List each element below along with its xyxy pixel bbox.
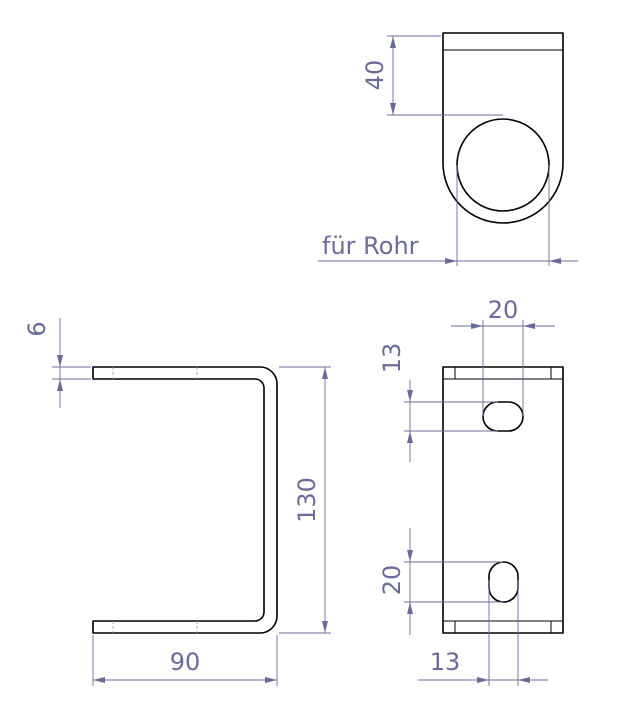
- side-view: 6 130 90: [23, 318, 331, 686]
- dim-13-upper-arrow-top: [407, 390, 413, 402]
- dim-13-bottom-arrow-left: [477, 677, 489, 683]
- side-view-outline: [92, 366, 278, 634]
- dim-13-upper-arrow-bottom: [407, 431, 413, 443]
- dim-20-top-label: 20: [488, 296, 519, 324]
- dim-20-top-arrow-left: [471, 323, 483, 329]
- dim-13-bottom-arrow-right: [518, 677, 530, 683]
- dim-20-lower-label: 20: [378, 565, 406, 596]
- dim-40-arrow-bottom: [390, 103, 396, 115]
- dim-90-arrow-right: [265, 677, 277, 683]
- dim-tube-arrow-right: [549, 258, 561, 264]
- dim-130-label: 130: [293, 477, 321, 523]
- dim-20-lower-arrow-bottom: [407, 602, 413, 614]
- dim-40-label: 40: [361, 60, 389, 91]
- dim-6-arrow-bottom: [57, 379, 63, 391]
- dim-6-arrow-top: [57, 355, 63, 367]
- dim-13-bottom-label: 13: [430, 648, 461, 676]
- front-view: 20 13 20 13: [378, 296, 564, 686]
- dim-tube-arrow-left: [445, 258, 457, 264]
- dim-20-lower-arrow-top: [407, 550, 413, 562]
- dim-130-arrow-top: [322, 367, 328, 379]
- upper-slot: [482, 401, 524, 432]
- dim-40-arrow-top: [390, 36, 396, 48]
- tube-hole: [456, 118, 550, 212]
- dim-90-arrow-left: [93, 677, 105, 683]
- dim-20-top-arrow-right: [523, 323, 535, 329]
- dim-90-label: 90: [170, 648, 201, 676]
- dim-130-arrow-bottom: [322, 621, 328, 633]
- top-view-outline: [442, 32, 564, 224]
- lower-slot: [488, 561, 519, 603]
- dim-13-upper-label: 13: [378, 343, 406, 374]
- dim-tube-label: für Rohr: [322, 232, 419, 260]
- top-view: 40 für Rohr: [318, 32, 578, 266]
- dim-6-label: 6: [23, 321, 51, 336]
- front-view-outline: [442, 366, 564, 634]
